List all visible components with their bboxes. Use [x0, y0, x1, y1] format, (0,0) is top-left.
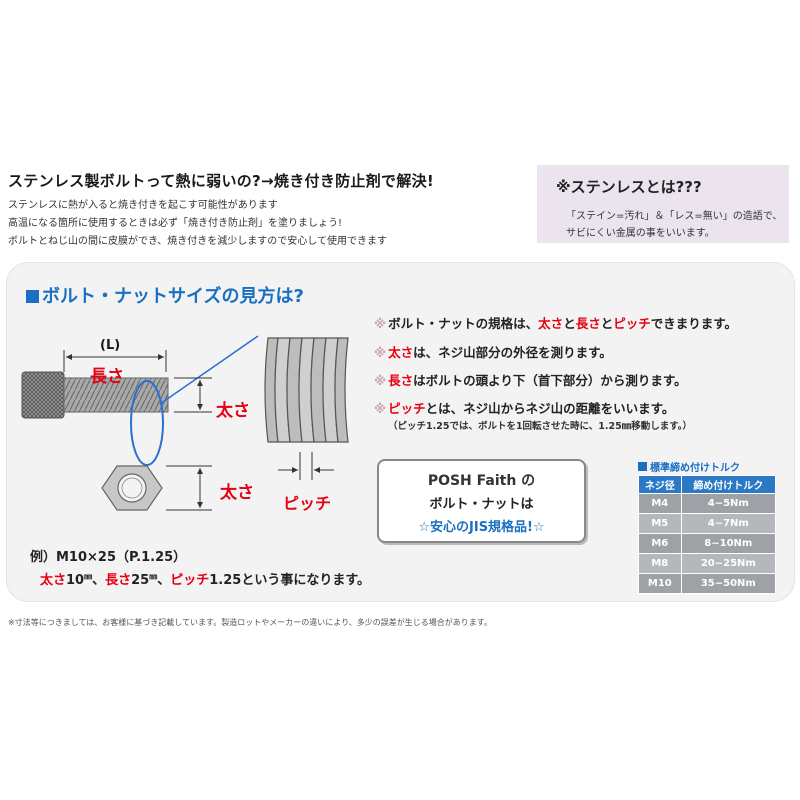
futosa-label-bolt: 太さ: [216, 401, 250, 421]
table-cell: M5: [638, 513, 682, 534]
table-cell: 8~10Nm: [680, 533, 777, 554]
footnote: ※寸法等につきましては、お客様に基づき記載しています。製造ロットやメーカーの違い…: [8, 618, 492, 627]
intro-line-1: ステンレスに熱が入ると焼き付きを起こす可能性があります: [8, 200, 278, 211]
stainless-aside-box: [537, 165, 789, 243]
posh-line-2: ボルト・ナットは: [429, 497, 534, 512]
example-spec: 例）M10×25（P.1.25）: [30, 550, 187, 565]
table-cell: 35~50Nm: [680, 573, 777, 594]
table-cell: M4: [638, 493, 682, 514]
intro-headline: ステンレス製ボルトって熱に弱いの?→焼き付き防止剤で解決!: [8, 172, 435, 190]
table-header-row: ネジ径 締め付けトルク: [638, 475, 777, 494]
table-cell: 4~7Nm: [680, 513, 777, 534]
note-futosa: ※太さは、ネジ山部分の外径を測ります。: [374, 345, 612, 360]
example-explanation: 太さ10㎜、長さ25㎜、ピッチ1.25という事になります。: [40, 572, 371, 588]
note-pitch: ※ピッチとは、ネジ山からネジ山の距離をいいます。: [374, 401, 675, 416]
intro-line-2: 高温になる箇所に使用するときは必ず「焼き付き防止剤」を塗りましょう!: [8, 218, 343, 229]
aside-line-2: サビにくい金属の事をいいます。: [566, 228, 715, 239]
aside-line-1: 「ステイン=汚れ」＆「レス=無い」の造語で、: [566, 211, 783, 222]
note-standard: ※ボルト・ナットの規格は、太さと長さとピッチできまります。: [374, 316, 738, 331]
square-bullet-icon: [638, 462, 647, 471]
pitch-label: ピッチ: [283, 494, 332, 513]
length-label: (L): [100, 338, 121, 353]
intro-line-3: ボルトとねじ山の間に皮膜ができ、焼き付きを減少しますので安心して使用できます: [8, 236, 387, 247]
torque-title: 標準締め付けトルク: [638, 459, 740, 474]
table-cell: M8: [638, 553, 682, 574]
aside-title: ※ステンレスとは???: [556, 178, 702, 196]
table-cell: M10: [638, 573, 682, 594]
posh-jis-box: POSH Faith の ボルト・ナットは ☆安心のJIS規格品!☆: [377, 459, 586, 543]
bolt-nut-diagram: [21, 335, 349, 511]
section-title: ボルト・ナットサイズの見方は?: [26, 282, 304, 308]
posh-line-1: POSH Faith の: [427, 473, 536, 489]
table-cell: M6: [638, 533, 682, 554]
table-header: ネジ径: [638, 475, 682, 494]
table-cell: 4~5Nm: [680, 493, 777, 514]
posh-line-3: ☆安心のJIS規格品!☆: [418, 520, 545, 535]
nagasa-label: 長さ: [90, 367, 124, 387]
table-header: 締め付けトルク: [680, 475, 777, 494]
note-nagasa: ※長さはボルトの頭より下（首下部分）から測ります。: [374, 373, 687, 388]
square-bullet-icon: [26, 290, 39, 303]
note-pitch-detail: （ピッチ1.25では、ボルトを1回転させた時に、1.25㎜移動します。）: [388, 421, 693, 432]
table-cell: 20~25Nm: [680, 553, 777, 574]
futosa-label-nut: 太さ: [220, 483, 254, 503]
